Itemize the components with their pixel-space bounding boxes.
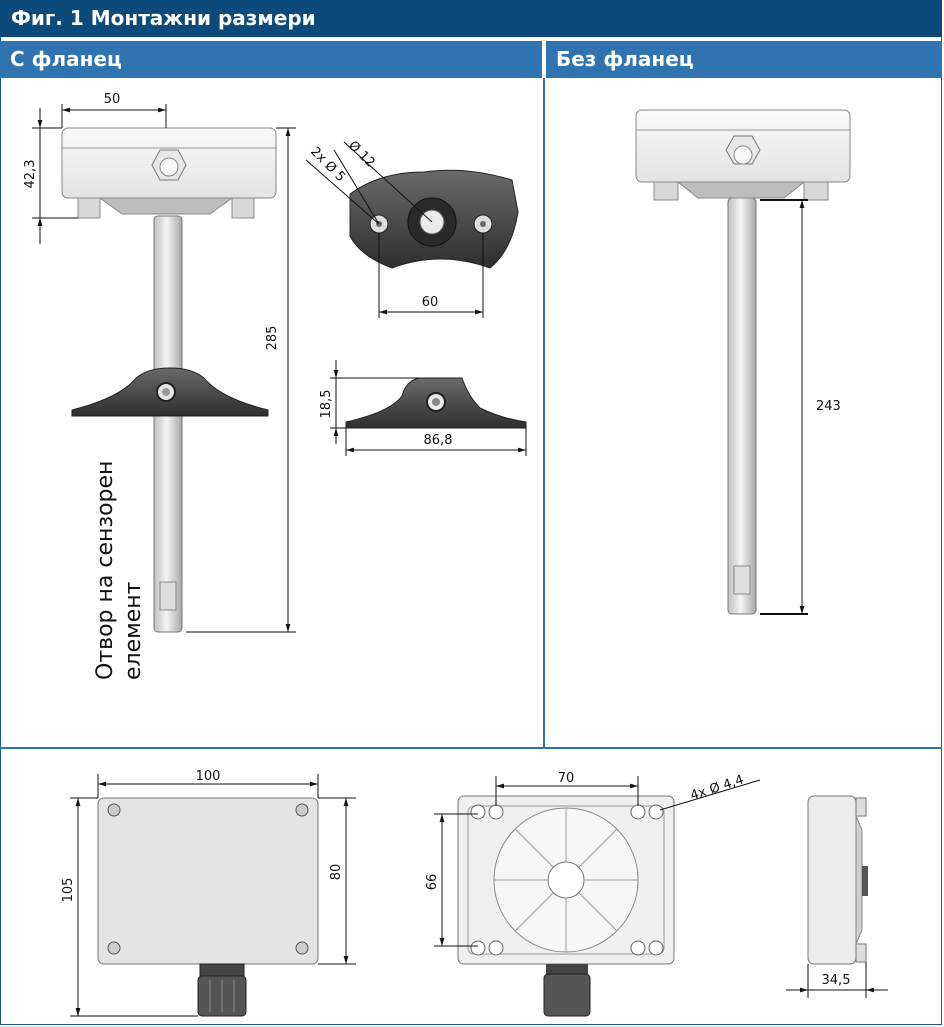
dim-34-5: 34,5 bbox=[822, 973, 851, 988]
dim-60: 60 bbox=[422, 295, 439, 310]
sensor-hole-label-line2: елемент bbox=[121, 581, 146, 680]
row-divider bbox=[0, 747, 942, 749]
housing-side-view bbox=[807, 795, 868, 965]
dim-42-3: 42,3 bbox=[23, 160, 38, 189]
dim-dia-12: Ø 12 bbox=[345, 138, 377, 170]
dimension-lines-back bbox=[434, 776, 761, 947]
dim-18-5: 18,5 bbox=[319, 390, 334, 419]
dim-100: 100 bbox=[196, 769, 221, 784]
dim-80: 80 bbox=[329, 864, 344, 881]
flange-top-view bbox=[349, 169, 519, 269]
section-header-with-flange: С фланец bbox=[0, 41, 542, 78]
sensor-with-flange bbox=[61, 127, 277, 633]
dimension-lines-side bbox=[330, 360, 527, 456]
sensor-without-flange bbox=[635, 109, 851, 615]
dim-243: 243 bbox=[816, 399, 841, 414]
dimension-lines-side-housing bbox=[786, 962, 888, 998]
dimension-lines-front bbox=[70, 774, 356, 1017]
dimension-lines-b bbox=[760, 199, 808, 615]
dim-50: 50 bbox=[104, 92, 121, 107]
dim-70: 70 bbox=[558, 771, 575, 786]
sensor-hole-label-line1: Отвор на сензорен bbox=[93, 461, 118, 680]
flange-side-view bbox=[345, 377, 527, 429]
column-divider bbox=[543, 78, 545, 748]
housing-front-view bbox=[97, 797, 319, 1017]
dim-66: 66 bbox=[425, 874, 440, 891]
figure-title: Фиг. 1 Монтажни размери bbox=[0, 0, 942, 37]
dim-105: 105 bbox=[61, 878, 76, 903]
dim-285: 285 bbox=[265, 326, 280, 351]
housing-back-view bbox=[457, 795, 675, 1017]
section-header-without-flange: Без фланец bbox=[546, 41, 942, 78]
dim-86-8: 86,8 bbox=[424, 433, 453, 448]
dimension-lines-flange bbox=[305, 141, 484, 318]
dim-4x-dia-4-4: 4x Ø 4,4 bbox=[689, 772, 746, 803]
dimension-lines-a bbox=[32, 104, 296, 633]
